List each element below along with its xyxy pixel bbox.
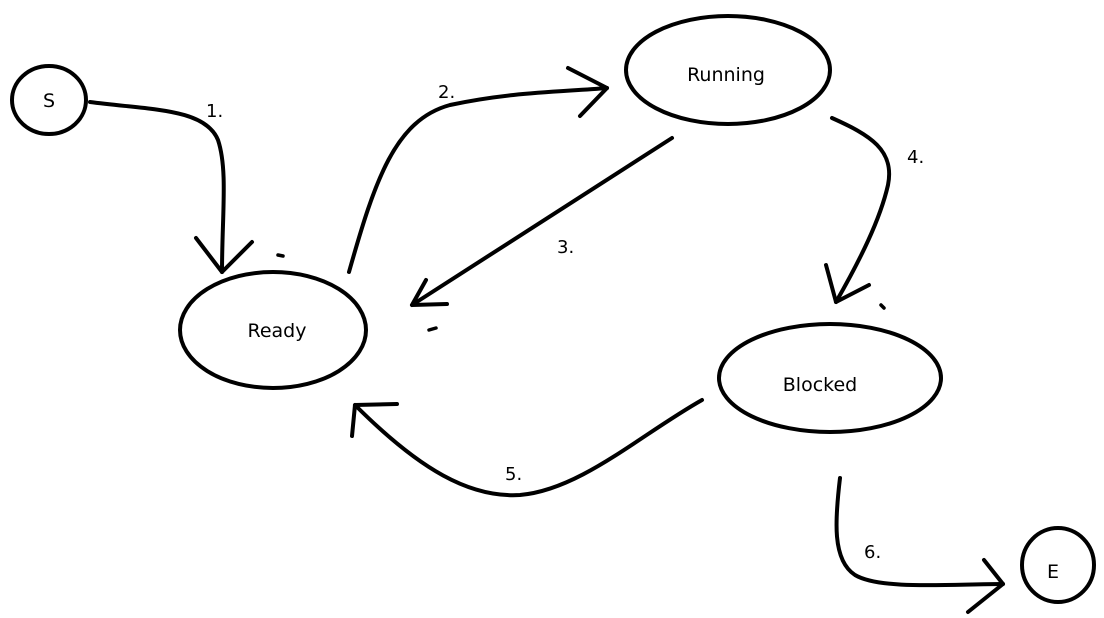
edge-running-to-ready-label: 3. xyxy=(557,237,574,258)
edge-start-to-ready-arrowhead xyxy=(194,236,254,274)
edge-ready-to-running-label: 2. xyxy=(438,82,455,103)
edge-blocked-to-ready: 5. xyxy=(350,398,704,498)
edge-running-to-ready-arrowhead xyxy=(410,278,449,307)
node-start-label: S xyxy=(43,90,55,112)
edge-blocked-to-end: 6. xyxy=(834,476,1005,614)
edge-blocked-to-end-label: 6. xyxy=(864,542,881,563)
node-running-shape xyxy=(624,14,832,126)
node-end-label: E xyxy=(1047,561,1059,583)
edge-running-to-blocked-label: 4. xyxy=(907,147,924,168)
node-ready-label: Ready xyxy=(248,320,307,342)
edge-start-to-ready-line xyxy=(88,100,226,274)
edge-running-to-ready: 3. xyxy=(410,136,674,307)
edge-ready-to-running-arrowhead xyxy=(566,66,609,118)
edge-blocked-to-end-line xyxy=(834,476,1005,588)
node-end-shape xyxy=(1020,526,1096,604)
edge-running-to-ready-line xyxy=(410,136,674,307)
edge-ready-to-running: 2. xyxy=(347,66,609,274)
edge-blocked-to-ready-line xyxy=(353,398,704,498)
stray-pen-marks xyxy=(276,253,886,332)
stray-mark xyxy=(427,326,438,332)
node-start-shape xyxy=(10,64,88,136)
node-end: E xyxy=(1020,526,1096,604)
edge-running-to-blocked-line xyxy=(830,116,892,304)
node-blocked-label: Blocked xyxy=(783,374,857,396)
node-ready-shape xyxy=(178,270,368,390)
node-ready: Ready xyxy=(178,270,368,390)
node-running-label: Running xyxy=(687,64,765,86)
edge-ready-to-running-line xyxy=(347,86,609,274)
node-running: Running xyxy=(624,14,832,126)
node-blocked-shape xyxy=(717,322,943,434)
edge-blocked-to-end-arrowhead xyxy=(966,558,1005,614)
node-start: S xyxy=(10,64,88,136)
edge-running-to-blocked: 4. xyxy=(824,116,924,304)
stray-mark xyxy=(879,303,886,310)
edge-blocked-to-ready-label: 5. xyxy=(505,464,522,485)
edge-start-to-ready-label: 1. xyxy=(206,101,223,122)
node-blocked: Blocked xyxy=(717,322,943,434)
edge-start-to-ready: 1. xyxy=(88,100,254,274)
stray-mark xyxy=(276,253,285,258)
edge-blocked-to-ready-arrowhead xyxy=(350,402,399,438)
edge-running-to-blocked-arrowhead xyxy=(824,263,871,304)
